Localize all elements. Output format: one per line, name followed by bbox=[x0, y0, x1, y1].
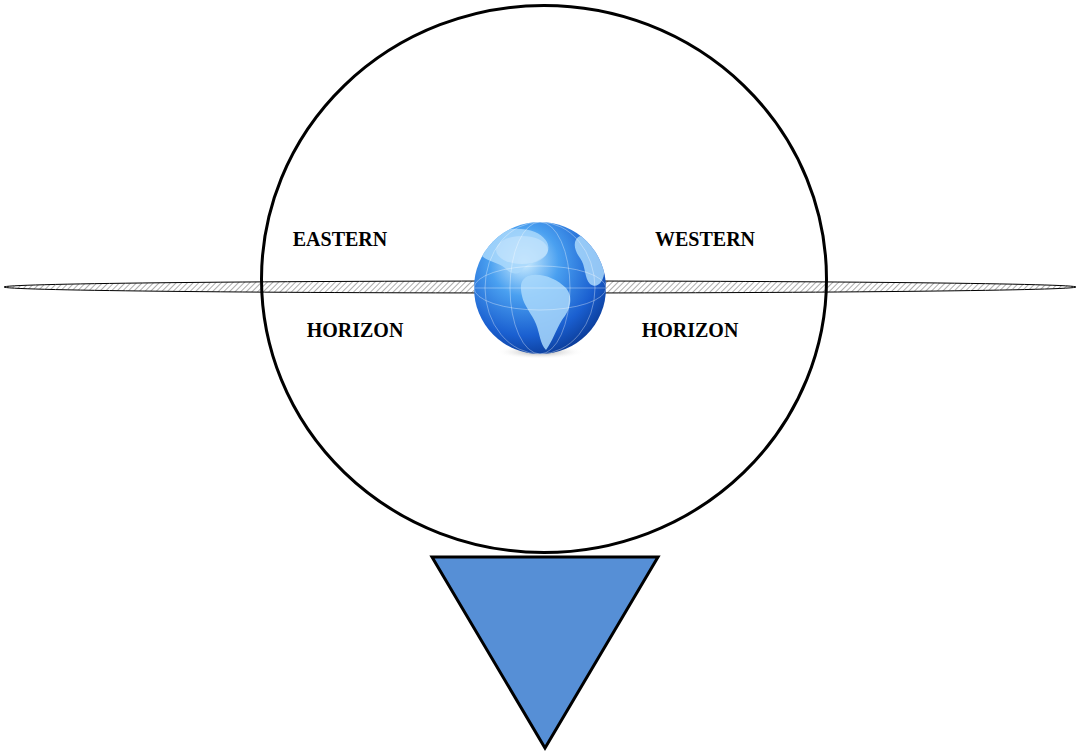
horizon-label: EASTERN bbox=[293, 227, 387, 251]
horizon-label: WESTERN bbox=[655, 227, 755, 251]
horizon-label: HORIZON bbox=[307, 318, 404, 342]
pointer-triangle bbox=[432, 557, 658, 748]
circle-outline bbox=[260, 4, 828, 554]
horizon-circle: EASTERN WESTERN HORIZON HORIZON bbox=[260, 4, 828, 554]
horizon-label: HORIZON bbox=[642, 318, 739, 342]
globe-icon bbox=[474, 222, 606, 359]
